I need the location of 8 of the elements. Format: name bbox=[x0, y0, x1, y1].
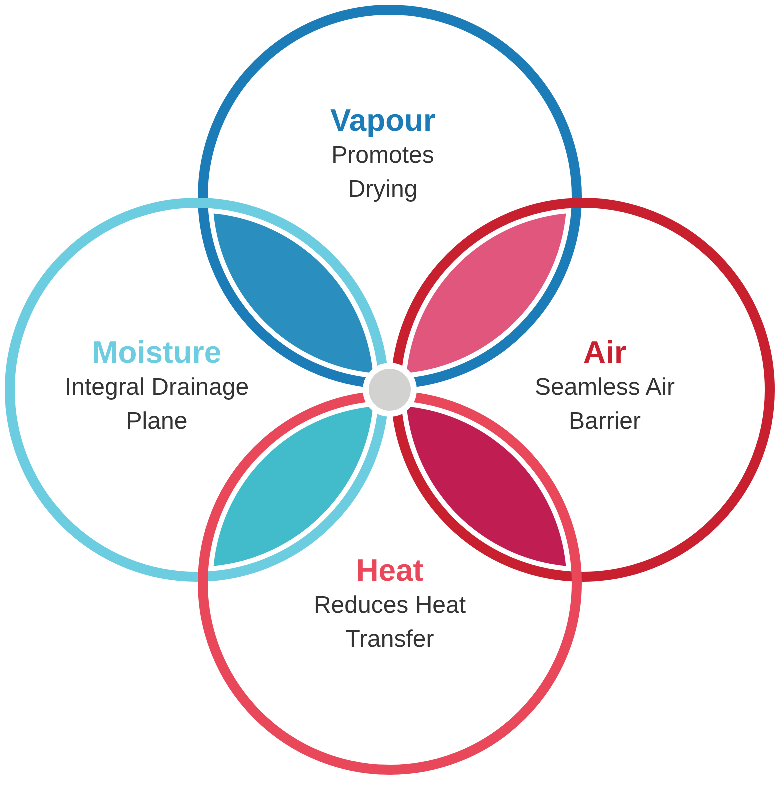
heading: Vapour bbox=[329, 103, 437, 139]
heading: Air bbox=[582, 335, 628, 371]
heading: Moisture bbox=[91, 335, 223, 371]
heading: Heat bbox=[355, 553, 425, 589]
description: Promotes Drying bbox=[330, 141, 436, 205]
description: Seamless Air Barrier bbox=[534, 373, 676, 437]
description: Reduces Heat Transfer bbox=[312, 591, 468, 655]
description: Integral Drainage Plane bbox=[64, 373, 250, 437]
